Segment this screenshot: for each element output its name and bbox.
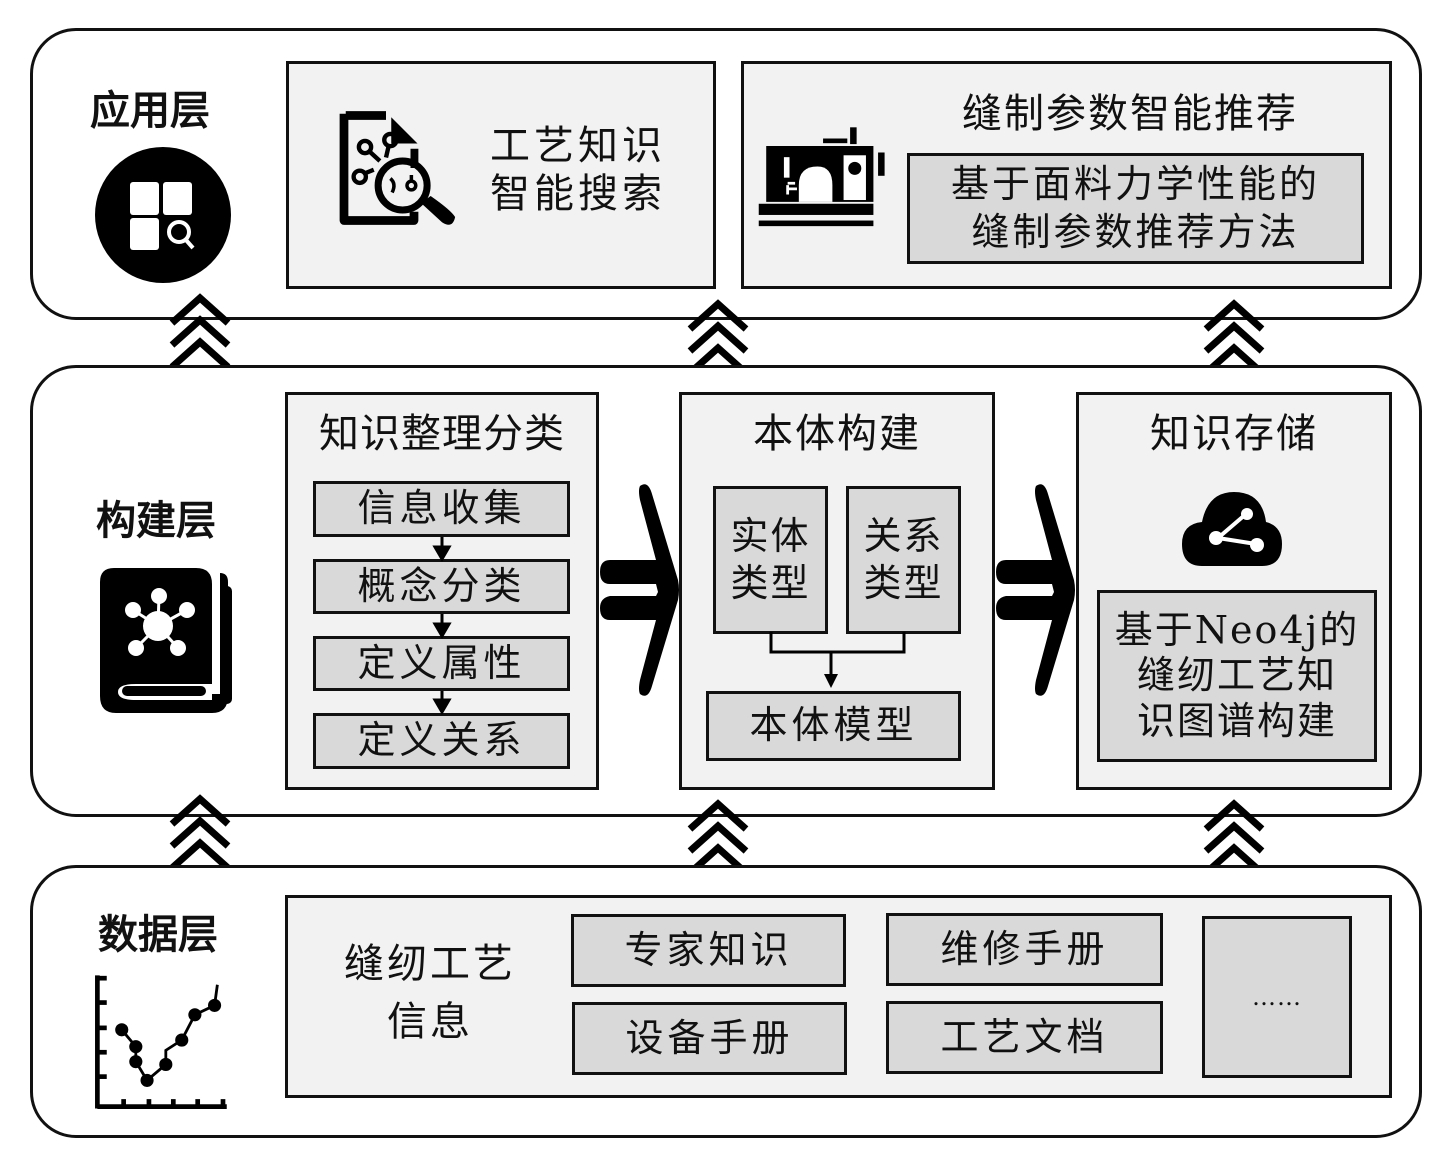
sewing-info-line2: 信息 bbox=[387, 999, 473, 1045]
double-right-arrow-icon bbox=[996, 480, 1076, 700]
ontology-model-box[interactable]: 本体模型 bbox=[706, 691, 961, 761]
neo4j-desc-line3: 识图谱构建 bbox=[1136, 698, 1337, 743]
document-search-icon bbox=[330, 105, 470, 245]
entity-type-box[interactable]: 实体 类型 bbox=[713, 486, 828, 634]
knowledge-search-line1: 工艺知识 bbox=[490, 123, 666, 169]
neo4j-desc-line2: 缝纫工艺知 bbox=[1136, 653, 1337, 698]
ontology-title: 本体构建 bbox=[753, 411, 921, 457]
step-flow-arrows bbox=[432, 537, 452, 715]
neo4j-graph-box[interactable]: 基于Neo4j的 缝纫工艺知 识图谱构建 bbox=[1097, 590, 1377, 762]
knowledge-book-icon bbox=[96, 568, 236, 713]
data-source-box[interactable]: 专家知识 bbox=[571, 914, 846, 987]
sewing-info-line1: 缝纫工艺 bbox=[344, 941, 516, 987]
sewing-machine-icon bbox=[754, 118, 894, 228]
sewing-recommend-title: 缝制参数智能推荐 bbox=[962, 91, 1298, 137]
knowledge-organize-title: 知识整理分类 bbox=[319, 411, 565, 457]
more-sources-box[interactable]: …… bbox=[1202, 916, 1352, 1078]
data-source-box[interactable]: 工艺文档 bbox=[886, 1001, 1163, 1074]
knowledge-search-panel[interactable] bbox=[286, 61, 716, 289]
recommend-method-line2: 缝制参数推荐方法 bbox=[971, 209, 1300, 254]
triple-chevron-up-icon bbox=[168, 794, 232, 874]
sewing-info-label: 缝纫工艺 信息 bbox=[330, 935, 530, 1051]
recommend-method-box[interactable]: 基于面料力学性能的 缝制参数推荐方法 bbox=[907, 153, 1364, 264]
data-layer-title: 数据层 bbox=[98, 912, 218, 958]
triple-chevron-up-icon bbox=[1202, 799, 1266, 879]
triple-chevron-up-icon bbox=[1202, 299, 1266, 379]
entity-type-line2: 类型 bbox=[730, 561, 811, 605]
knowledge-search-line2: 智能搜索 bbox=[490, 171, 666, 217]
relation-type-line1: 关系 bbox=[863, 513, 944, 558]
construction-layer-title: 构建层 bbox=[96, 498, 216, 544]
step-box[interactable]: 概念分类 bbox=[313, 559, 570, 614]
data-source-box[interactable]: 设备手册 bbox=[572, 1002, 847, 1075]
neo4j-desc-line1: 基于Neo4j的 bbox=[1114, 607, 1360, 652]
application-layer-title: 应用层 bbox=[90, 88, 210, 134]
cloud-share-icon bbox=[1180, 488, 1284, 568]
ontology-merge-connector bbox=[769, 632, 906, 688]
line-chart-icon bbox=[88, 966, 238, 1116]
knowledge-storage-title: 知识存储 bbox=[1150, 411, 1318, 457]
knowledge-search-label: 工艺知识 智能搜索 bbox=[490, 122, 666, 218]
triple-chevron-up-icon bbox=[686, 299, 750, 379]
step-box[interactable]: 定义关系 bbox=[313, 713, 570, 769]
triple-chevron-up-icon bbox=[686, 799, 750, 879]
recommend-method-line1: 基于面料力学性能的 bbox=[950, 162, 1320, 206]
data-source-box[interactable]: 维修手册 bbox=[886, 913, 1163, 986]
step-box[interactable]: 信息收集 bbox=[313, 481, 570, 537]
double-right-arrow-icon bbox=[600, 480, 680, 700]
relation-type-box[interactable]: 关系 类型 bbox=[846, 486, 961, 634]
entity-type-line1: 实体 bbox=[730, 513, 811, 558]
triple-chevron-up-icon bbox=[168, 293, 232, 373]
relation-type-line2: 类型 bbox=[863, 561, 944, 605]
app-search-icon bbox=[94, 146, 232, 284]
step-box[interactable]: 定义属性 bbox=[313, 636, 570, 691]
